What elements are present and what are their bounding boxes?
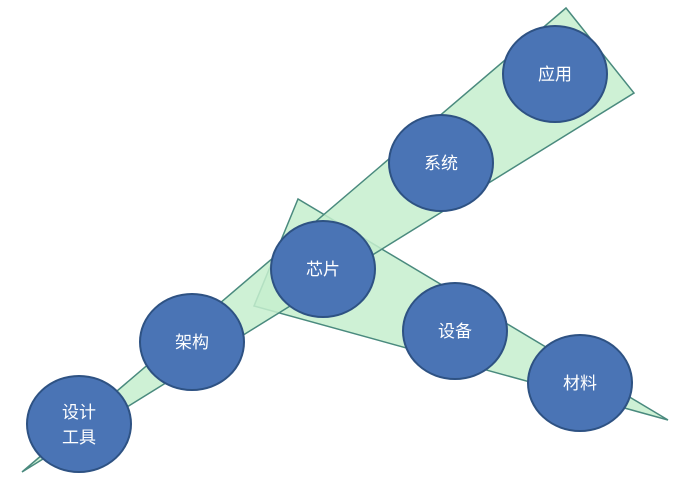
node-architecture: 架构 bbox=[139, 293, 245, 391]
node-equipment: 设备 bbox=[402, 282, 508, 380]
node-application-label: 应用 bbox=[538, 65, 572, 85]
node-design-tools: 设计 工具 bbox=[26, 375, 132, 473]
node-chip-label: 芯片 bbox=[306, 260, 340, 280]
node-chip: 芯片 bbox=[270, 220, 376, 318]
node-system: 系统 bbox=[388, 114, 494, 212]
node-design-tools-label-line2: 工具 bbox=[62, 428, 96, 448]
node-system-label: 系统 bbox=[424, 154, 458, 174]
node-design-tools-label-line1: 设计 bbox=[62, 403, 96, 423]
node-materials-label: 材料 bbox=[563, 374, 597, 394]
node-application: 应用 bbox=[502, 25, 608, 123]
node-architecture-label: 架构 bbox=[175, 333, 209, 353]
node-equipment-label: 设备 bbox=[438, 322, 472, 342]
node-materials: 材料 bbox=[527, 334, 633, 432]
